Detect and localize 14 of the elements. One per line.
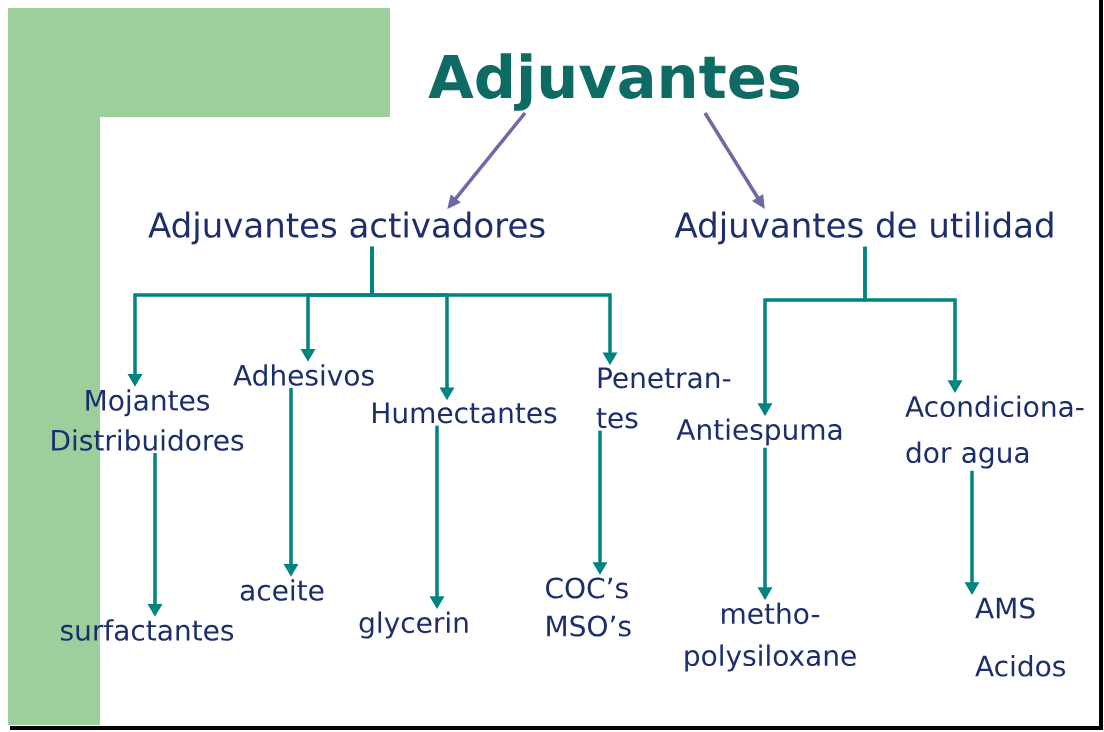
node-label: Adjuvantes activadores — [148, 211, 545, 245]
node-label: surfactantes — [61, 619, 234, 641]
node-label: Mojantes Distribuidores — [52, 389, 244, 451]
node-label: Adjuvantes de utilidad — [674, 211, 1053, 245]
node-label: Adhesivos — [233, 364, 374, 386]
node-label: glycerin — [359, 611, 468, 639]
node-label: AMS Acidos — [975, 597, 1065, 677]
node-label: Antiespuma — [676, 418, 842, 446]
node-label: COC’s MSO’s — [546, 577, 631, 637]
node-label: Acondiciona- dor agua — [905, 395, 1084, 469]
node-label: Humectantes — [373, 402, 557, 424]
heading: Adjuvantes — [428, 53, 800, 111]
node-label: aceite — [240, 579, 324, 601]
node-label: metho- polysiloxane — [685, 602, 856, 672]
